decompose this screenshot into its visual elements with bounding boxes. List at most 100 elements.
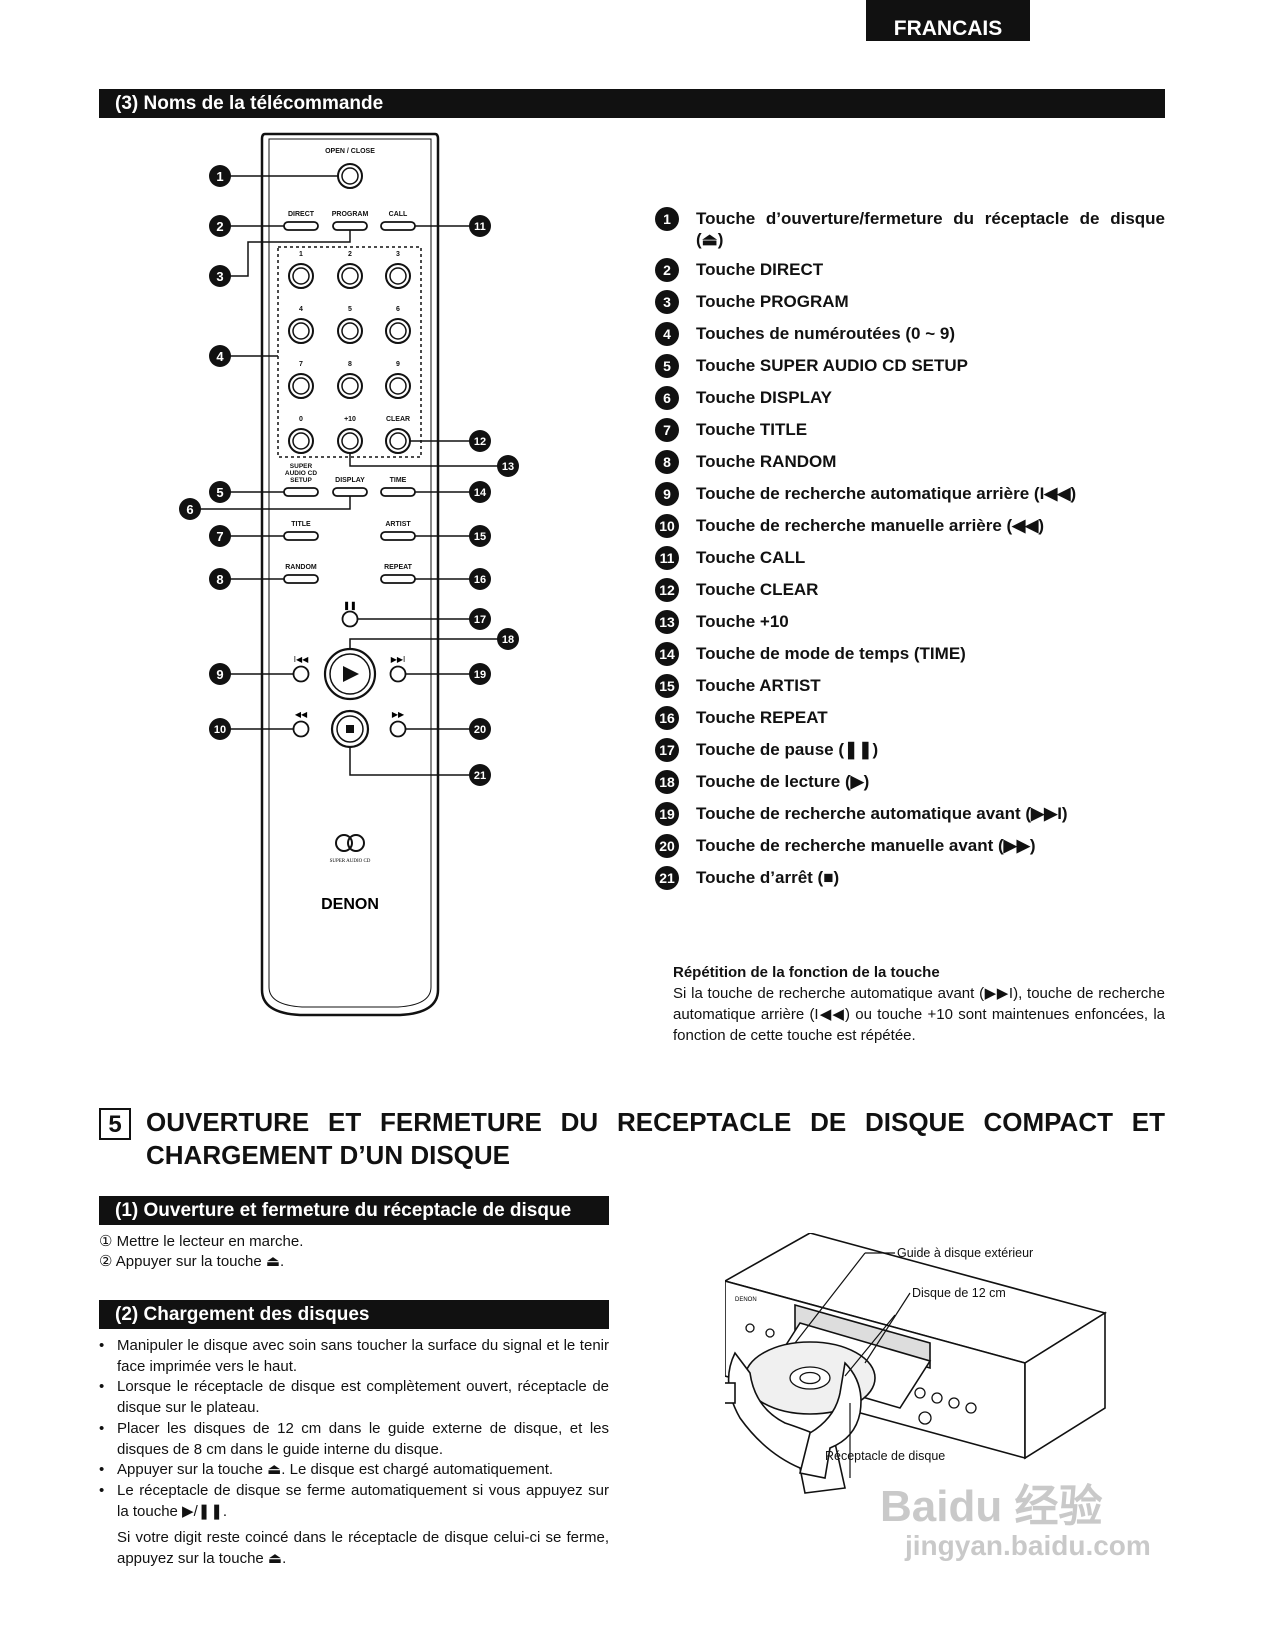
device-brand: DENON <box>735 1297 757 1303</box>
svg-text:2: 2 <box>216 219 223 234</box>
repetition-note: Répétition de la fonction de la touche S… <box>673 962 1165 1046</box>
artist-button[interactable] <box>380 531 416 541</box>
fast-forward-icon: ▶▶ <box>392 710 405 719</box>
callout-20: 20 <box>469 718 491 740</box>
digit-button-3[interactable] <box>385 263 411 289</box>
svg-text:SUPER AUDIO CD: SUPER AUDIO CD <box>330 859 371 864</box>
digit-button-0[interactable] <box>288 428 314 454</box>
svg-text:15: 15 <box>474 531 486 543</box>
svg-text:16: 16 <box>474 574 486 586</box>
svg-text:12: 12 <box>474 436 486 448</box>
svg-text:6: 6 <box>186 502 193 517</box>
svg-text:9: 9 <box>396 361 400 368</box>
callout-10: 10 <box>209 718 231 740</box>
list-item: Le réceptacle de disque se ferme automat… <box>99 1481 609 1522</box>
title-button[interactable] <box>283 531 319 541</box>
label-plus10: +10 <box>344 416 356 423</box>
label-tray: Réceptacle de disque <box>825 1449 945 1463</box>
callout-4: 4 <box>209 345 231 367</box>
loading-note: Si votre digit reste coincé dans le réce… <box>117 1529 609 1568</box>
digit-button-4[interactable] <box>288 318 314 344</box>
section-title: OUVERTURE ET FERMETURE DU RECEPTACLE DE … <box>146 1107 1165 1170</box>
manual-search-forward-button[interactable] <box>389 720 407 738</box>
program-button[interactable] <box>332 221 368 231</box>
callout-13: 13 <box>497 455 519 477</box>
callout-8: 8 <box>209 568 231 590</box>
label-display: DISPLAY <box>335 477 365 484</box>
svg-text:5: 5 <box>348 306 352 313</box>
callout-21: 21 <box>469 764 491 786</box>
svg-text:14: 14 <box>474 487 487 499</box>
svg-text:SETUP: SETUP <box>290 477 312 484</box>
clear-button[interactable] <box>385 428 411 454</box>
repetition-body: Si la touche de recherche automatique av… <box>673 985 1165 1044</box>
callout-19: 19 <box>469 663 491 685</box>
watermark-url: jingyan.baidu.com <box>905 1530 1151 1561</box>
svg-text:1: 1 <box>299 251 303 258</box>
callout-1: 1 <box>209 165 231 187</box>
digit-button-6[interactable] <box>385 318 411 344</box>
callout-6: 6 <box>179 498 201 520</box>
language-tab: FRANCAIS <box>866 0 1030 41</box>
loading-instructions: Manipuler le disque avec soin sans touch… <box>99 1336 609 1570</box>
digit-button-9[interactable] <box>385 373 411 399</box>
hands-icon <box>725 1351 862 1494</box>
section-number: 5 <box>99 1108 131 1140</box>
pause-symbol-icon: ❚❚ <box>343 601 356 611</box>
remote-section-title: (3) Noms de la télécommande <box>99 89 1165 118</box>
remote-brand-logo: DENON <box>321 896 379 913</box>
call-button[interactable] <box>380 221 416 231</box>
open-close-button[interactable] <box>337 163 363 189</box>
auto-search-forward-button[interactable] <box>389 665 407 683</box>
callout-9: 9 <box>209 663 231 685</box>
callout-17: 17 <box>469 608 491 630</box>
random-button[interactable] <box>283 574 319 584</box>
digit-button-7[interactable] <box>288 373 314 399</box>
svg-text:8: 8 <box>348 361 352 368</box>
svg-text:7: 7 <box>216 529 223 544</box>
auto-search-reverse-button[interactable] <box>292 665 310 683</box>
repeat-button[interactable] <box>380 574 416 584</box>
direct-button[interactable] <box>283 221 319 231</box>
repetition-title: Répétition de la fonction de la touche <box>673 964 940 981</box>
digit-button-2[interactable] <box>337 263 363 289</box>
skip-back-icon: I◀◀ <box>294 655 309 664</box>
callout-18: 18 <box>497 628 519 650</box>
svg-text:4: 4 <box>216 349 224 364</box>
setup-button[interactable] <box>283 487 319 497</box>
plus10-button[interactable] <box>337 428 363 454</box>
rewind-icon: ◀◀ <box>295 710 308 719</box>
sacd-logo-icon: SUPER AUDIO CD <box>330 834 371 864</box>
play-icon <box>343 666 359 682</box>
callout-2: 2 <box>209 215 231 237</box>
callout-7: 7 <box>209 525 231 547</box>
label-open-close: OPEN / CLOSE <box>325 148 375 155</box>
list-item: Appuyer sur la touche ⏏. Le disque est c… <box>99 1460 609 1481</box>
svg-text:19: 19 <box>474 669 486 681</box>
open-close-steps: ① Mettre le lecteur en marche. ② Appuyer… <box>99 1232 303 1272</box>
subsection-title-loading: (2) Chargement des disques <box>99 1300 609 1329</box>
callout-11: 11 <box>469 215 491 237</box>
digit-button-8[interactable] <box>337 373 363 399</box>
pause-button[interactable] <box>341 610 359 628</box>
digit-button-1[interactable] <box>288 263 314 289</box>
digit-button-5[interactable] <box>337 318 363 344</box>
display-button[interactable] <box>332 487 368 497</box>
time-button[interactable] <box>380 487 416 497</box>
label-program: PROGRAM <box>332 211 369 218</box>
manual-search-reverse-button[interactable] <box>292 720 310 738</box>
svg-text:2: 2 <box>348 251 352 258</box>
